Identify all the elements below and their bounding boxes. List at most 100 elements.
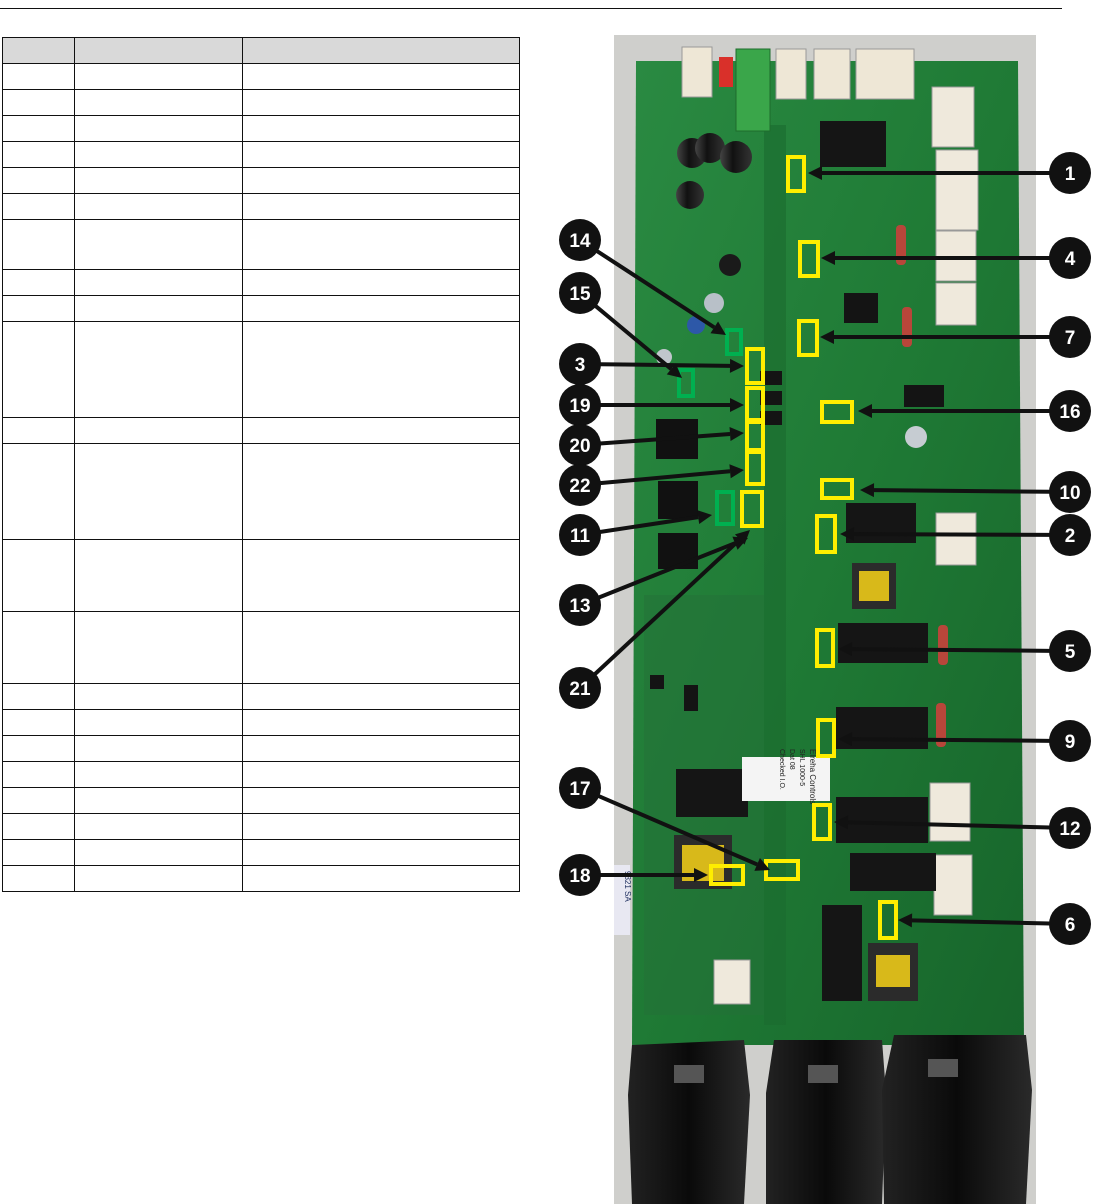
callout-20: 20 xyxy=(559,418,765,466)
callout-number: 18 xyxy=(569,866,590,887)
green-highlight-box xyxy=(725,328,743,356)
table-cell xyxy=(242,813,520,840)
callout-leader-line xyxy=(599,515,699,534)
table-cell xyxy=(2,839,75,866)
callout-7: 7 xyxy=(797,316,1091,358)
callout-badge xyxy=(1049,152,1091,194)
yellow-highlight-box xyxy=(786,155,806,193)
callout-arrowhead xyxy=(858,404,872,418)
table-row xyxy=(2,611,520,684)
table-cell xyxy=(242,539,520,612)
callout-arrowhead xyxy=(734,530,750,545)
callout-leader-line xyxy=(599,362,731,368)
callout-leader-line xyxy=(597,794,758,867)
callout-arrowhead xyxy=(730,398,744,412)
callout-arrowhead xyxy=(821,251,835,265)
callout-arrowhead xyxy=(838,642,853,657)
board-label-checked: Checked I.O. xyxy=(778,749,785,790)
yellow-highlight-box xyxy=(815,628,835,668)
callout-number: 3 xyxy=(575,355,586,376)
callout-leader-line xyxy=(911,918,1051,926)
callout-17: 17 xyxy=(559,767,800,881)
callout-badge xyxy=(559,767,601,809)
callout-leader-line xyxy=(595,249,716,330)
table-cell xyxy=(2,539,75,612)
table-cell xyxy=(74,787,243,814)
side-sticker-text: 9321 SA xyxy=(623,871,632,902)
table-row xyxy=(2,787,520,814)
callout-number: 20 xyxy=(569,436,590,457)
callout-arrowhead xyxy=(710,321,726,335)
table-cell xyxy=(2,865,75,892)
table-cell xyxy=(74,813,243,840)
callout-badge xyxy=(559,384,601,426)
table-cell xyxy=(242,761,520,788)
callout-leader-line xyxy=(873,488,1051,494)
callout-16: 16 xyxy=(820,390,1091,432)
board-label-model: SHL 1000-5 xyxy=(798,749,805,786)
callout-number: 9 xyxy=(1065,732,1076,753)
callout-leader-line xyxy=(594,304,673,371)
ics xyxy=(650,293,944,711)
callout-number: 5 xyxy=(1065,642,1076,663)
yellow-highlight-box xyxy=(745,347,765,385)
callout-1: 1 xyxy=(786,152,1091,194)
callout-badge xyxy=(559,854,601,896)
table-cell xyxy=(2,219,75,270)
table-row xyxy=(2,141,520,168)
callout-badge xyxy=(559,424,601,466)
callout-arrowhead xyxy=(729,427,744,442)
yellow-highlight-box xyxy=(798,240,820,278)
callout-number: 10 xyxy=(1059,483,1080,504)
callout-badge xyxy=(1049,316,1091,358)
callout-number: 14 xyxy=(569,231,591,252)
table-cell xyxy=(74,761,243,788)
table-cell xyxy=(74,735,243,762)
table-cell xyxy=(2,295,75,322)
callout-arrowhead xyxy=(838,732,853,747)
table-cell xyxy=(242,611,520,684)
callout-badge xyxy=(559,464,601,506)
yellow-highlight-box xyxy=(878,900,898,940)
callout-badge xyxy=(559,667,601,709)
table-cell xyxy=(242,193,520,220)
callout-arrowhead xyxy=(754,858,770,871)
table-row xyxy=(2,443,520,540)
table-cell xyxy=(242,443,520,540)
yellow-highlight-box xyxy=(812,803,832,841)
callout-badge xyxy=(1049,237,1091,279)
table-cell xyxy=(2,321,75,418)
table-header-row xyxy=(2,37,520,64)
callout-arrowhead xyxy=(729,358,744,373)
table-row xyxy=(2,269,520,296)
table-cell xyxy=(74,167,243,194)
table-row xyxy=(2,761,520,788)
callout-badge xyxy=(559,343,601,385)
table-row xyxy=(2,683,520,710)
table-row xyxy=(2,417,520,444)
callout-22: 22 xyxy=(559,450,765,506)
right-connectors xyxy=(713,86,979,1005)
table-row xyxy=(2,321,520,418)
table-cell xyxy=(242,709,520,736)
table-row xyxy=(2,813,520,840)
callout-arrowhead xyxy=(898,913,913,928)
callout-leader-line xyxy=(599,469,731,486)
table-row xyxy=(2,709,520,736)
callout-arrowhead xyxy=(820,330,834,344)
yellow-highlight-box xyxy=(745,386,765,424)
callout-number: 22 xyxy=(569,476,590,497)
callout-arrowhead xyxy=(697,510,712,525)
callout-number: 16 xyxy=(1059,402,1080,423)
top-rule xyxy=(0,8,1062,9)
callout-badge xyxy=(1049,630,1091,672)
board-label: Elreha Controls SHL 1000-5 Dat 08 Checke… xyxy=(742,749,830,804)
callout-10: 10 xyxy=(820,471,1091,513)
yellow-highlight-box xyxy=(815,514,837,554)
callout-number: 1 xyxy=(1065,164,1076,185)
callout-13: 13 xyxy=(559,490,764,626)
callout-6: 6 xyxy=(878,900,1091,945)
callout-14: 14 xyxy=(559,219,743,356)
relays xyxy=(676,121,936,1001)
table-row xyxy=(2,865,520,892)
